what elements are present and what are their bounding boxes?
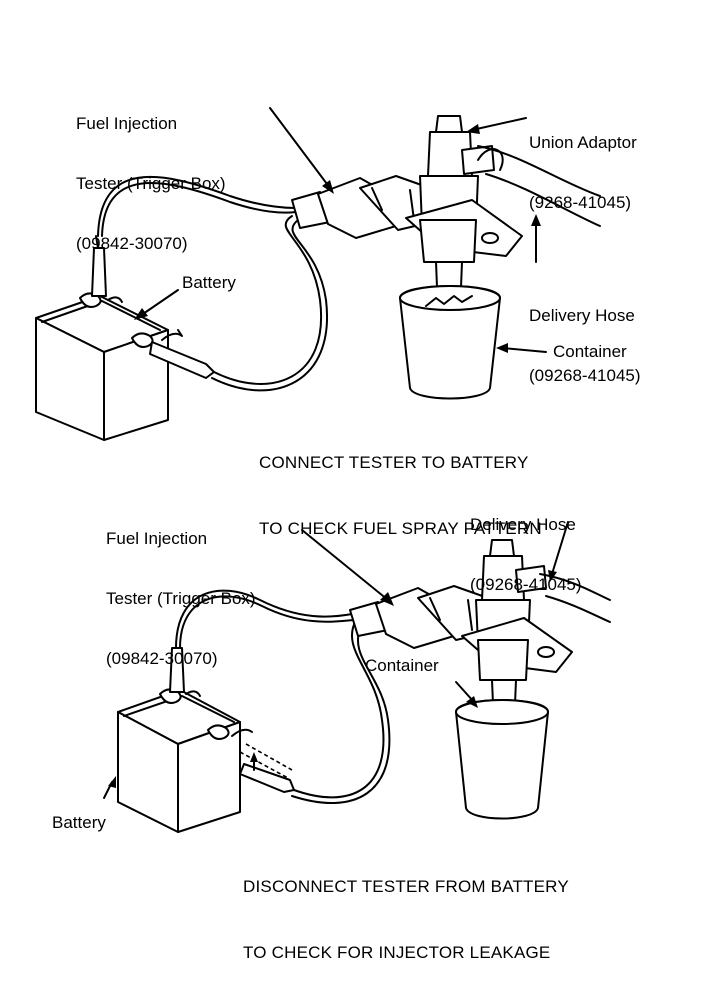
- top-positive-clip: [91, 247, 107, 297]
- top-tester-label-line3: (09842-30070): [76, 234, 188, 253]
- bottom-union-adaptor: [515, 565, 547, 593]
- top-container-label: Container: [553, 342, 627, 361]
- top-tester-label-line2: Tester (Trigger Box): [76, 174, 226, 193]
- top-caption: CONNECT TESTER TO BATTERY TO CHECK FUEL …: [259, 408, 542, 562]
- bottom-delivery-hose-label-line2: (09268-41045): [470, 575, 582, 594]
- top-container: [399, 285, 501, 400]
- top-union-adaptor-label-line2: (9268-41045): [529, 193, 632, 212]
- top-container-leader: [501, 347, 547, 353]
- bottom-caption-line2: TO CHECK FOR INJECTOR LEAKAGE: [243, 943, 551, 962]
- bottom-panel-illustration: [103, 521, 611, 833]
- bottom-delivery-hose-label-line1: Delivery Hose: [470, 515, 576, 534]
- bottom-container-label: Container: [365, 656, 439, 675]
- top-delivery-hose-label-line1: Delivery Hose: [529, 306, 635, 325]
- bottom-injector: [461, 539, 573, 739]
- bottom-battery-label: Battery: [52, 813, 106, 832]
- top-delivery-hose-label-line2: (09268-41045): [529, 366, 641, 385]
- top-battery-label: Battery: [182, 273, 236, 292]
- top-negative-clip: [149, 341, 215, 379]
- bottom-container: [455, 699, 549, 820]
- bottom-tester-label-line2: Tester (Trigger Box): [106, 589, 256, 608]
- top-battery-leader: [139, 289, 179, 317]
- bottom-positive-clip: [169, 647, 185, 693]
- bottom-tester-label: Fuel Injection Tester (Trigger Box) (098…: [106, 489, 256, 689]
- top-tester-label: Fuel Injection Tester (Trigger Box) (098…: [76, 74, 226, 274]
- top-injector: [405, 115, 523, 313]
- top-caption-line2: TO CHECK FUEL SPRAY PATTERN: [259, 519, 542, 538]
- bottom-caption-line1: DISCONNECT TESTER FROM BATTERY: [243, 877, 569, 896]
- top-delivery-hose-label: Delivery Hose (09268-41045): [529, 266, 641, 406]
- top-tester-leader: [269, 107, 331, 189]
- top-union-adaptor-label: Union Adaptor (9268-41045): [529, 93, 637, 233]
- diagram-artwork: [35, 107, 611, 833]
- bottom-tester-label-line1: Fuel Injection: [106, 529, 208, 548]
- bottom-tester-leader: [301, 529, 389, 601]
- bottom-negative-clip: [239, 763, 295, 793]
- top-trigger-box: [291, 175, 433, 239]
- bottom-hose-leader: [551, 521, 569, 575]
- bottom-delivery-hose-label: Delivery Hose (09268-41045): [470, 475, 582, 615]
- top-battery: [35, 292, 183, 441]
- top-tester-label-line1: Fuel Injection: [76, 114, 178, 133]
- bottom-battery: [117, 688, 253, 833]
- bottom-trigger-box: [349, 585, 491, 649]
- top-union-adaptor-label-line1: Union Adaptor: [529, 133, 637, 152]
- top-caption-line1: CONNECT TESTER TO BATTERY: [259, 453, 529, 472]
- bottom-tester-label-line3: (09842-30070): [106, 649, 218, 668]
- top-union-leader: [471, 117, 527, 131]
- bottom-caption: DISCONNECT TESTER FROM BATTERY TO CHECK …: [243, 832, 569, 986]
- top-panel-illustration: [35, 107, 601, 441]
